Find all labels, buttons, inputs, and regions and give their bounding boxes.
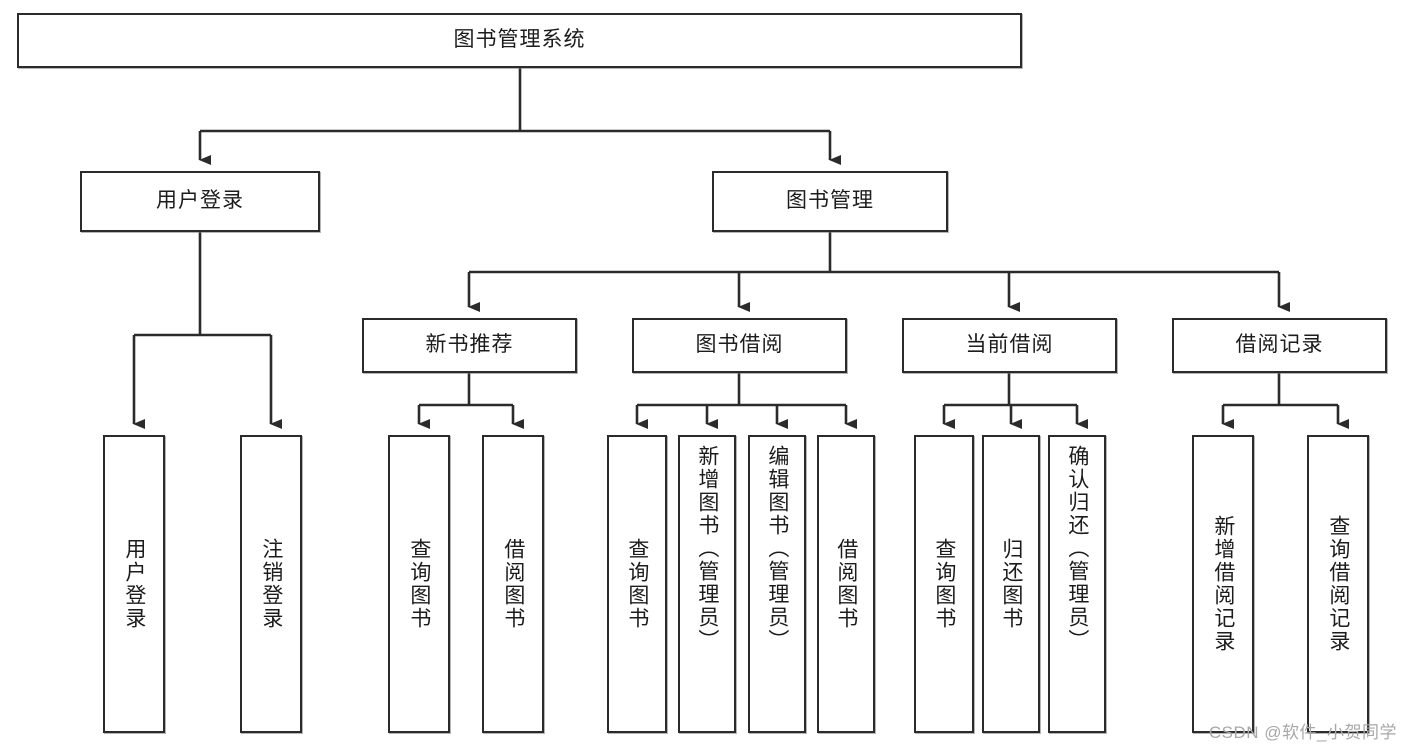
leaf-newbook-query-book[interactable]: 查询图书 xyxy=(388,435,450,733)
node-root[interactable]: 图书管理系统 xyxy=(17,13,1022,68)
leaf-record-query-record[interactable]: 查询借阅记录 xyxy=(1307,435,1369,733)
leaf-record-add-record-label: 新增借阅记录 xyxy=(1211,515,1235,653)
node-new-book-recommend-label: 新书推荐 xyxy=(425,333,514,357)
node-current-borrow[interactable]: 当前借阅 xyxy=(902,318,1117,373)
leaf-user-logout[interactable]: 注销登录 xyxy=(240,435,302,733)
leaf-current-confirm-return-admin-label: 确认归还（管理员） xyxy=(1065,445,1089,652)
node-current-borrow-label: 当前借阅 xyxy=(965,333,1054,357)
leaf-record-add-record[interactable]: 新增借阅记录 xyxy=(1192,435,1254,733)
leaf-current-return-book[interactable]: 归还图书 xyxy=(982,435,1040,733)
watermark: CSDN @软件_小贺同学 xyxy=(1208,723,1397,742)
leaf-user-login-label: 用户登录 xyxy=(122,538,146,630)
node-new-book-recommend[interactable]: 新书推荐 xyxy=(362,318,577,373)
leaf-newbook-query-book-label: 查询图书 xyxy=(407,538,431,630)
leaf-borrow-add-book-admin[interactable]: 新增图书（管理员） xyxy=(678,435,736,733)
node-user-login-label: 用户登录 xyxy=(156,189,244,213)
leaf-current-return-book-label: 归还图书 xyxy=(999,538,1023,630)
leaf-record-query-record-label: 查询借阅记录 xyxy=(1326,515,1350,653)
leaf-borrow-query-book[interactable]: 查询图书 xyxy=(607,435,667,733)
node-book-management[interactable]: 图书管理 xyxy=(712,171,948,232)
leaf-borrow-query-book-label: 查询图书 xyxy=(625,538,649,630)
leaf-borrow-edit-book-admin[interactable]: 编辑图书（管理员） xyxy=(748,435,806,733)
node-book-borrow[interactable]: 图书借阅 xyxy=(632,318,847,373)
leaf-borrow-lend-book-label: 借阅图书 xyxy=(834,538,858,630)
leaf-borrow-edit-book-admin-label: 编辑图书（管理员） xyxy=(765,445,789,652)
leaf-current-query-book[interactable]: 查询图书 xyxy=(914,435,974,733)
node-user-login[interactable]: 用户登录 xyxy=(80,171,320,232)
leaf-borrow-add-book-admin-label: 新增图书（管理员） xyxy=(695,445,719,652)
leaf-borrow-lend-book[interactable]: 借阅图书 xyxy=(817,435,875,733)
leaf-newbook-borrow-book-label: 借阅图书 xyxy=(501,538,525,630)
node-borrow-record-label: 借阅记录 xyxy=(1235,333,1324,357)
leaf-current-confirm-return-admin[interactable]: 确认归还（管理员） xyxy=(1048,435,1106,733)
node-book-management-label: 图书管理 xyxy=(786,189,874,213)
node-borrow-record[interactable]: 借阅记录 xyxy=(1172,318,1387,373)
leaf-newbook-borrow-book[interactable]: 借阅图书 xyxy=(482,435,544,733)
leaf-current-query-book-label: 查询图书 xyxy=(932,538,956,630)
leaf-user-logout-label: 注销登录 xyxy=(259,538,283,630)
leaf-user-login[interactable]: 用户登录 xyxy=(103,435,165,733)
node-root-label: 图书管理系统 xyxy=(453,28,586,52)
node-book-borrow-label: 图书借阅 xyxy=(695,333,784,357)
